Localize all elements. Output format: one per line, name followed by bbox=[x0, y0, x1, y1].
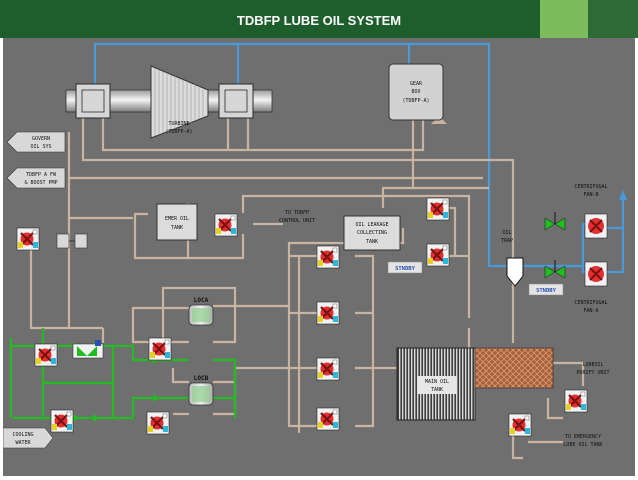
svg-text:OIL LEAKAGE: OIL LEAKAGE bbox=[355, 222, 388, 228]
pump-icon[interactable] bbox=[425, 196, 451, 222]
svg-text:COLLECTING: COLLECTING bbox=[357, 230, 387, 236]
svg-text:TDBFP A FW: TDBFP A FW bbox=[26, 172, 57, 178]
svg-text:EMER OIL: EMER OIL bbox=[165, 216, 189, 222]
svg-text:STNDBY: STNDBY bbox=[536, 288, 557, 294]
svg-text:BOX: BOX bbox=[411, 89, 420, 95]
standby-badge: STNDBY bbox=[387, 261, 423, 274]
bfp-arrow: TDBFP A FW & BOOST PMP bbox=[6, 167, 66, 189]
svg-text:TANK: TANK bbox=[171, 225, 183, 231]
pump-icon[interactable] bbox=[315, 244, 341, 270]
fan-a-icon[interactable] bbox=[584, 261, 608, 287]
pump-icon[interactable] bbox=[147, 336, 173, 362]
svg-text:MAIN OIL: MAIN OIL bbox=[425, 379, 449, 385]
pump-icon[interactable] bbox=[315, 300, 341, 326]
fan-b-sublabel: FAN-B bbox=[583, 192, 598, 198]
oil-trap: OIL TRAP bbox=[501, 230, 524, 287]
svg-text:LOCA: LOCA bbox=[194, 297, 209, 304]
svg-text:OIL: OIL bbox=[502, 230, 511, 236]
pump-icon[interactable] bbox=[563, 388, 589, 414]
title-accent-light bbox=[540, 0, 588, 38]
fan-b-valve-icon[interactable] bbox=[544, 212, 566, 231]
cooling-water-arrow: COOLING WATER bbox=[2, 427, 54, 449]
title-accent-dark bbox=[588, 0, 638, 38]
fan-b-label: CENTRIFUGAL bbox=[574, 184, 607, 190]
fan-a-valve-icon[interactable] bbox=[544, 260, 566, 279]
gear-box: GEAR BOX (TDBFP-A) bbox=[388, 63, 444, 121]
oil-cooler bbox=[474, 347, 554, 389]
svg-text:& BOOST PMP: & BOOST PMP bbox=[24, 180, 57, 186]
svg-text:GEAR: GEAR bbox=[410, 81, 423, 87]
oil-leakage-tank: OIL LEAKAGE COLLECTING TANK bbox=[343, 215, 401, 251]
turbine-label: TURBINE bbox=[168, 121, 189, 127]
oil-supply-lines bbox=[93, 42, 625, 274]
turbine-sublabel: (TDBFP-A) bbox=[165, 129, 192, 135]
pump-icon[interactable] bbox=[15, 226, 41, 252]
turbine: TURBINE (TDBFP-A) bbox=[65, 65, 273, 139]
govern-oil-arrow: GOVERN OIL SYS bbox=[6, 131, 66, 153]
standby-badge: STNDBY bbox=[528, 283, 564, 296]
svg-text:(TDBFP-A): (TDBFP-A) bbox=[402, 98, 429, 104]
fan-b-icon[interactable] bbox=[584, 213, 608, 239]
pump-icon[interactable] bbox=[33, 342, 59, 368]
emer-oil-tank: EMER OIL TANK bbox=[156, 203, 198, 241]
svg-text:GOVERN: GOVERN bbox=[32, 136, 50, 142]
pump-icon[interactable] bbox=[213, 212, 239, 238]
svg-text:OIL SYS: OIL SYS bbox=[30, 144, 51, 150]
loca-cooler: LOCA bbox=[188, 297, 214, 326]
svg-text:WATER: WATER bbox=[15, 440, 31, 446]
to-control-unit-sublabel: CONTROL UNIT bbox=[279, 218, 315, 224]
pump-icon[interactable] bbox=[315, 356, 341, 382]
title-bar bbox=[0, 0, 638, 38]
purify-unit-sublabel: PURIFY UNIT bbox=[576, 370, 609, 376]
emergency-tank-sublabel: LUBE OIL TANK bbox=[563, 442, 602, 448]
svg-text:COOLING: COOLING bbox=[12, 432, 33, 438]
pump-icon[interactable] bbox=[49, 408, 75, 434]
pump-icon[interactable] bbox=[507, 412, 533, 438]
slide-title: TDBFP LUBE OIL SYSTEM bbox=[236, 13, 402, 28]
locb-cooler: LOCB bbox=[188, 375, 214, 406]
main-oil-tank: MAIN OIL TANK bbox=[396, 347, 476, 421]
pump-icon[interactable] bbox=[315, 406, 341, 432]
cooling-valve-icon[interactable] bbox=[72, 340, 104, 359]
svg-text:LOCB: LOCB bbox=[194, 375, 209, 382]
emergency-tank-label: TO EMERGENCY bbox=[565, 434, 601, 440]
pump-icon[interactable] bbox=[425, 242, 451, 268]
cooling-water-lines bbox=[9, 328, 237, 420]
purify-unit-label: LUBEOIL bbox=[582, 362, 603, 368]
to-control-unit-label: TO TDBFP bbox=[285, 210, 309, 216]
svg-text:TRAP: TRAP bbox=[501, 238, 513, 244]
svg-text:TANK: TANK bbox=[366, 239, 378, 245]
svg-text:TANK: TANK bbox=[431, 387, 443, 393]
pump-icon[interactable] bbox=[145, 410, 171, 436]
oil-filters bbox=[56, 233, 88, 249]
svg-text:STNDBY: STNDBY bbox=[395, 266, 416, 272]
fan-a-label: CENTRIFUGAL bbox=[574, 300, 607, 306]
scada-screen: TURBINE (TDBFP-A) GEAR BOX (TDBFP-A) GOV… bbox=[2, 38, 635, 476]
fan-a-sublabel: FAN-A bbox=[583, 308, 598, 314]
